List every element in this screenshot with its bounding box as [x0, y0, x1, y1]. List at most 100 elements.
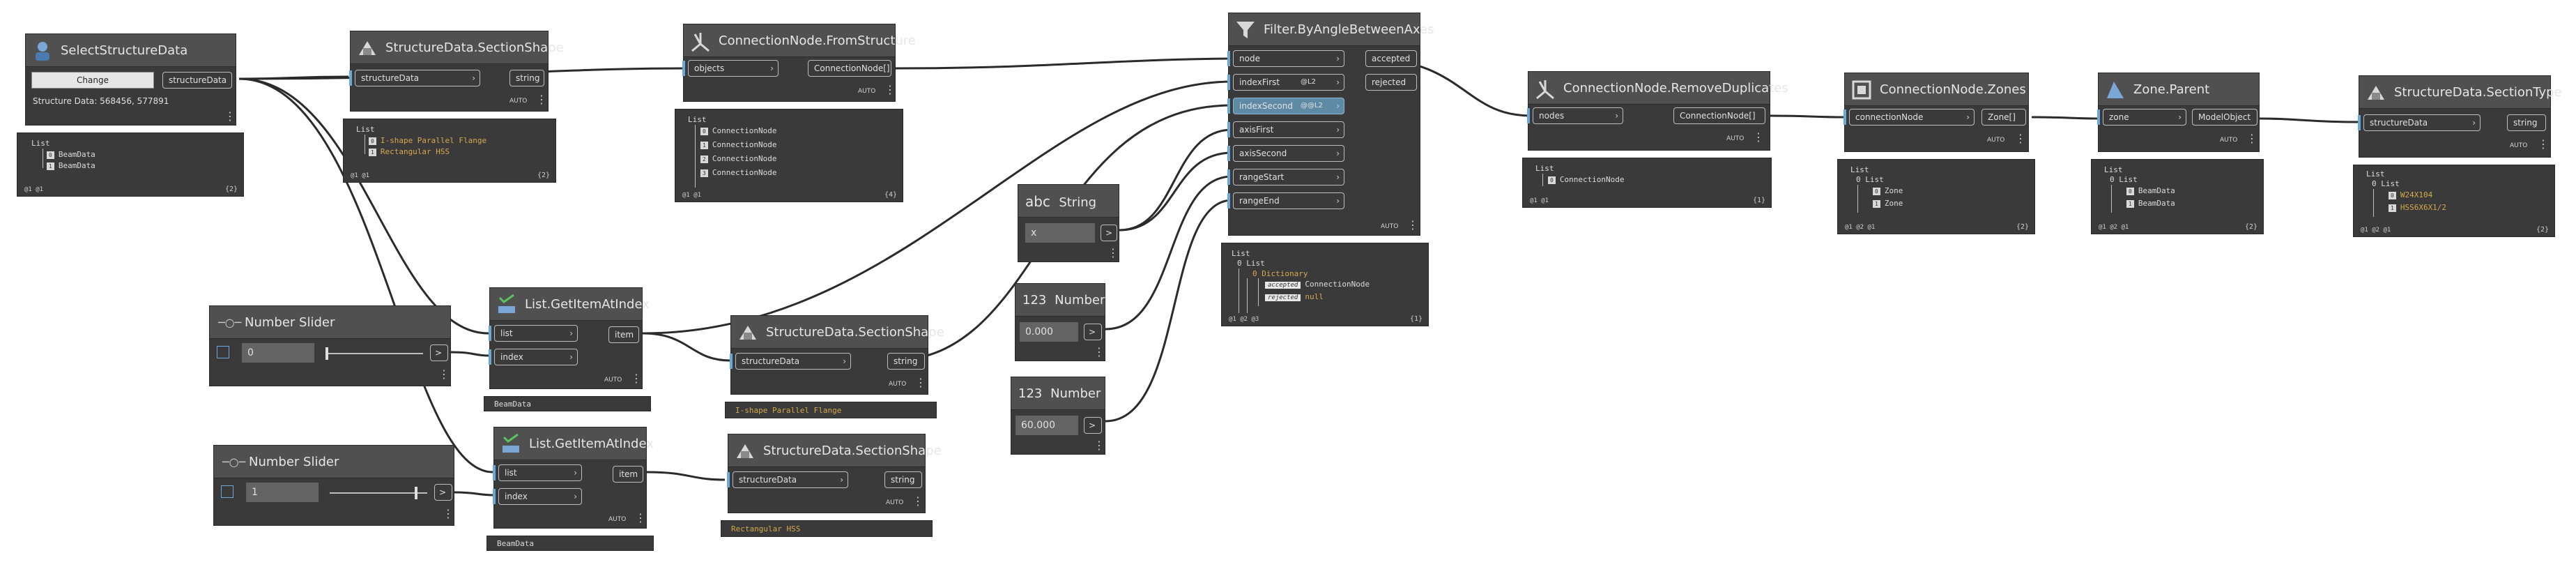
node-menu-icon[interactable]: ⋮ [884, 83, 896, 96]
number-slider-node-1[interactable]: ─○─ Number Slider 0 > ⋮ [209, 305, 451, 386]
output-port-string[interactable]: string [887, 353, 925, 370]
node-header[interactable]: ConnectionNode.FromStructure [683, 24, 916, 57]
section-type-node[interactable]: StructureData.SectionType structureData›… [2358, 75, 2562, 158]
input-port-list[interactable]: list› [498, 464, 582, 481]
node-header[interactable]: StructureData.SectionShape [350, 31, 564, 64]
node-header[interactable]: List.GetItemAtIndex [489, 287, 650, 321]
change-button[interactable]: Change [31, 72, 154, 89]
output-port-accepted[interactable]: accepted [1365, 50, 1417, 67]
node-header[interactable]: ConnectionNode.RemoveDuplicates [1528, 71, 1788, 105]
output-port-string[interactable]: string [509, 70, 544, 86]
input-port-structuredata[interactable]: structureData› [2363, 114, 2481, 131]
number-node-1[interactable]: 123 Number 0.000 > ⋮ [1015, 283, 1105, 361]
input-port-indexsecond[interactable]: indexSecond @@L2› [1233, 98, 1344, 114]
section-shape-node-2[interactable]: StructureData.SectionShape structureData… [730, 315, 944, 395]
node-menu-icon[interactable]: ⋮ [1107, 246, 1119, 259]
node-menu-icon[interactable]: ⋮ [635, 511, 646, 524]
output-port[interactable]: > [430, 344, 448, 361]
output-port-rejected[interactable]: rejected [1365, 74, 1417, 91]
section-shape-node-1[interactable]: StructureData.SectionShape structureData… [349, 31, 564, 112]
input-port-connectionnode[interactable]: connectionNode› [1849, 109, 1975, 126]
node-header[interactable]: List.GetItemAtIndex [493, 427, 654, 460]
output-port[interactable]: > [434, 484, 452, 501]
node-menu-icon[interactable]: ⋮ [915, 376, 926, 389]
input-port-zone[interactable]: zone› [2103, 109, 2186, 126]
node-header[interactable]: SelectStructureData [25, 33, 236, 67]
string-value-input[interactable]: x [1025, 223, 1095, 243]
node-menu-icon[interactable]: ⋮ [912, 494, 923, 508]
node-menu-icon[interactable]: ⋮ [1094, 345, 1105, 358]
output-port[interactable]: > [1084, 417, 1102, 434]
from-structure-node[interactable]: ConnectionNode.FromStructure objects› Co… [682, 24, 916, 102]
node-menu-icon[interactable]: ⋮ [536, 93, 547, 106]
node-header[interactable]: ─○─ Number Slider [209, 305, 451, 339]
input-port-axissecond[interactable]: axisSecond› [1233, 145, 1344, 162]
input-port-nodes[interactable]: nodes› [1533, 107, 1623, 124]
input-port-axisfirst[interactable]: axisFirst› [1233, 121, 1344, 138]
number-node-2[interactable]: 123 Number 60.000 > ⋮ [1011, 377, 1105, 455]
expand-toggle[interactable] [217, 346, 229, 358]
node-menu-icon[interactable]: ⋮ [2246, 132, 2257, 145]
get-item-node-2[interactable]: List.GetItemAtIndex list› index› item AU… [493, 427, 654, 529]
output-port-item[interactable]: item [608, 326, 639, 343]
remove-duplicates-node[interactable]: ConnectionNode.RemoveDuplicates nodes› C… [1527, 71, 1788, 151]
node-menu-icon[interactable]: ⋮ [631, 372, 642, 385]
output-port[interactable]: > [1084, 324, 1102, 340]
input-port-structuredata[interactable]: structureData› [735, 353, 851, 370]
node-menu-icon[interactable]: ⋮ [1407, 218, 1418, 232]
slider-value-input[interactable]: 1 [246, 483, 319, 502]
zone-parent-node[interactable]: Zone.Parent zone› ModelObject AUTO ⋮ [2097, 73, 2260, 152]
input-port-rangeend[interactable]: rangeEnd› [1233, 192, 1344, 209]
number-value-input[interactable]: 60.000 [1015, 416, 1078, 435]
output-port[interactable]: > [1101, 225, 1117, 241]
node-menu-icon[interactable]: ⋮ [2015, 132, 2026, 145]
input-port-structuredata[interactable]: structureData› [733, 471, 848, 488]
node-header[interactable]: StructureData.SectionType [2359, 75, 2562, 109]
output-port-structuredata[interactable]: structureData [162, 72, 232, 89]
output-port-string[interactable]: string [2507, 114, 2546, 131]
node-header[interactable]: StructureData.SectionShape [728, 434, 942, 467]
node-header[interactable]: StructureData.SectionShape [730, 315, 944, 349]
input-port-index[interactable]: index› [498, 488, 582, 505]
expand-toggle[interactable] [221, 485, 233, 498]
node-menu-icon[interactable]: ⋮ [443, 507, 454, 520]
input-port-objects[interactable]: objects› [688, 60, 779, 77]
output-port-zone[interactable]: Zone[] [1981, 109, 2026, 126]
list-level-indicator[interactable]: @@L2 [1301, 102, 1323, 109]
input-port-list[interactable]: list› [494, 325, 578, 342]
node-menu-icon[interactable]: ⋮ [2538, 137, 2549, 151]
output-port-modelobject[interactable]: ModelObject [2192, 109, 2257, 126]
node-header[interactable]: 123 Number [1011, 377, 1105, 410]
slider-track[interactable] [325, 353, 423, 354]
node-menu-icon[interactable]: ⋮ [224, 109, 236, 123]
number-value-input[interactable]: 0.000 [1020, 322, 1078, 342]
input-port-structuredata[interactable]: structureData› [355, 70, 480, 86]
zones-node[interactable]: ConnectionNode.Zones connectionNode› Zon… [1843, 73, 2029, 152]
node-menu-icon[interactable]: ⋮ [438, 367, 450, 381]
number-slider-node-2[interactable]: ─○─ Number Slider 1 > ⋮ [213, 445, 454, 526]
output-port-connectionnode[interactable]: ConnectionNode[] [1673, 107, 1765, 124]
output-port-string[interactable]: string [884, 471, 922, 488]
slider-thumb[interactable] [325, 347, 328, 360]
string-node[interactable]: abc String x > ⋮ [1018, 184, 1119, 262]
node-header[interactable]: ─○─ Number Slider [213, 445, 454, 478]
output-port-connectionnode[interactable]: ConnectionNode[] [808, 60, 891, 77]
slider-track[interactable] [330, 492, 427, 494]
slider-value-input[interactable]: 0 [242, 343, 314, 363]
select-structure-node[interactable]: SelectStructureData Change structureData… [25, 33, 236, 126]
node-header[interactable]: Zone.Parent [2098, 73, 2260, 106]
section-shape-node-3[interactable]: StructureData.SectionShape structureData… [727, 434, 942, 513]
get-item-node-1[interactable]: List.GetItemAtIndex list› index› item AU… [489, 287, 650, 389]
input-port-rangestart[interactable]: rangeStart› [1233, 169, 1344, 185]
node-menu-icon[interactable]: ⋮ [1753, 130, 1764, 144]
node-menu-icon[interactable]: ⋮ [1094, 439, 1105, 452]
input-port-node[interactable]: node› [1233, 50, 1344, 67]
node-header[interactable]: Filter.ByAngleBetweenAxes [1228, 13, 1434, 46]
node-header[interactable]: 123 Number [1015, 283, 1105, 317]
output-port-item[interactable]: item [613, 466, 643, 483]
node-header[interactable]: ConnectionNode.Zones [1844, 73, 2029, 106]
input-port-index[interactable]: index› [494, 349, 578, 365]
list-level-indicator[interactable]: @L2 [1301, 78, 1316, 86]
slider-thumb[interactable] [415, 487, 418, 499]
input-port-indexfirst[interactable]: indexFirst @L2› [1233, 74, 1344, 91]
